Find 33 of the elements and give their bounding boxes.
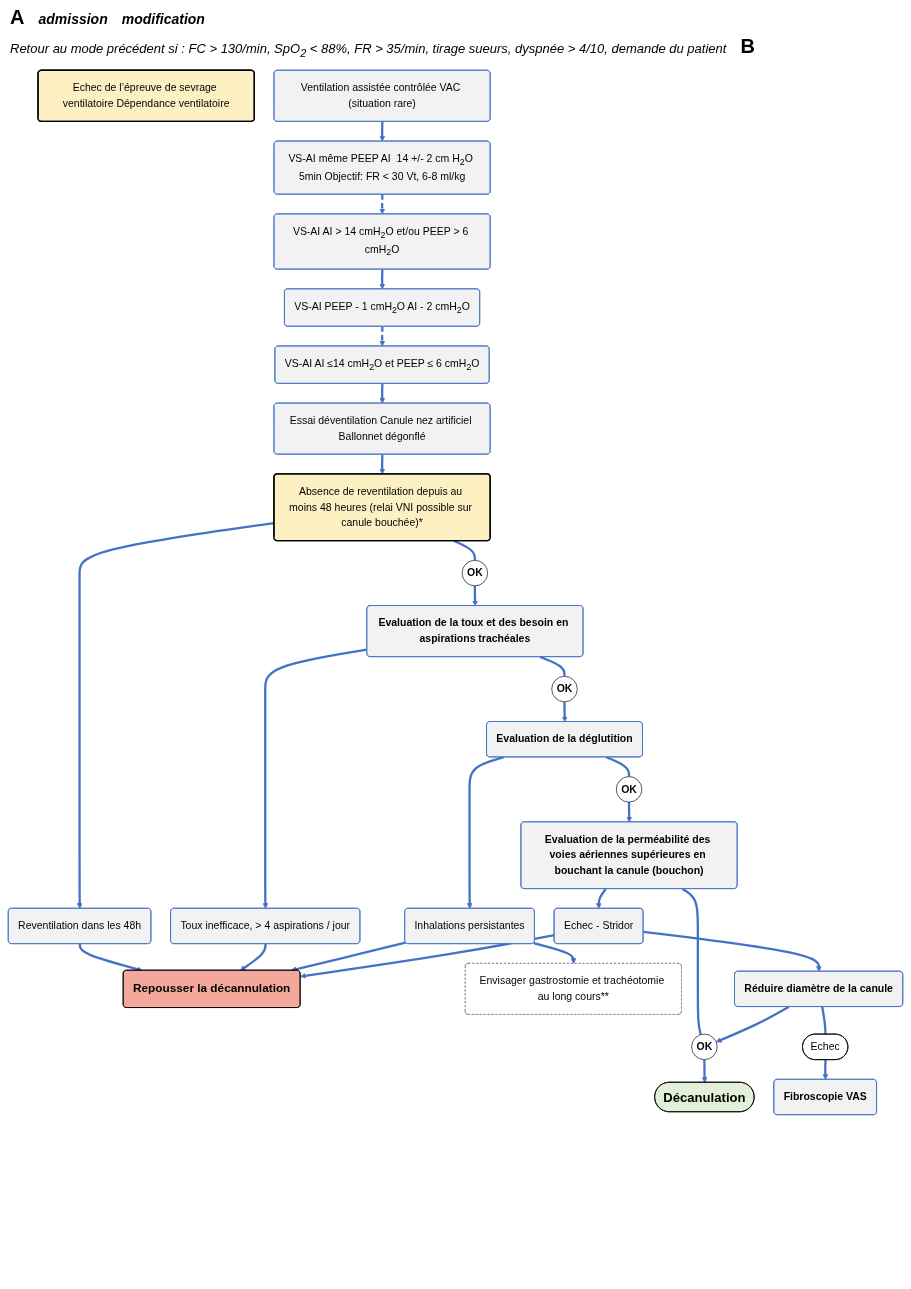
arrow — [533, 941, 577, 964]
panel-letter: B — [740, 35, 755, 58]
connector — [453, 539, 477, 560]
arrow — [262, 648, 368, 909]
node-circle: OK — [551, 675, 578, 702]
arrow — [379, 269, 386, 289]
arrow — [379, 454, 386, 474]
arrow — [561, 701, 568, 722]
arrow — [643, 930, 822, 972]
row-label: admission — [38, 11, 108, 27]
row-label: modification — [121, 11, 205, 27]
arrow — [626, 801, 633, 822]
arrow — [379, 121, 386, 142]
arrow — [379, 326, 386, 347]
connector — [539, 655, 566, 676]
arrow — [379, 194, 386, 215]
arrow — [472, 585, 478, 606]
note: Retour au mode précédent si : FC > 130/min, SpO$_{2}$ < 88%, FR > 35/min, tirage sueurs, dyspnée > 4/10, demande du patient — [10, 41, 727, 59]
arrow — [290, 941, 406, 972]
arrow — [300, 933, 555, 979]
connector — [605, 755, 631, 777]
arrow — [822, 1059, 829, 1080]
arrow — [701, 1059, 708, 1083]
node-circle: OK — [461, 559, 488, 586]
panel-letter: A — [10, 6, 25, 29]
node-circle: OK — [615, 775, 643, 803]
arrow — [715, 1005, 790, 1043]
connector — [681, 887, 702, 1035]
arrow — [240, 943, 267, 971]
node-circle: OK — [691, 1033, 718, 1060]
arrow — [595, 887, 607, 909]
connector — [821, 1006, 827, 1035]
arrow — [466, 755, 505, 909]
